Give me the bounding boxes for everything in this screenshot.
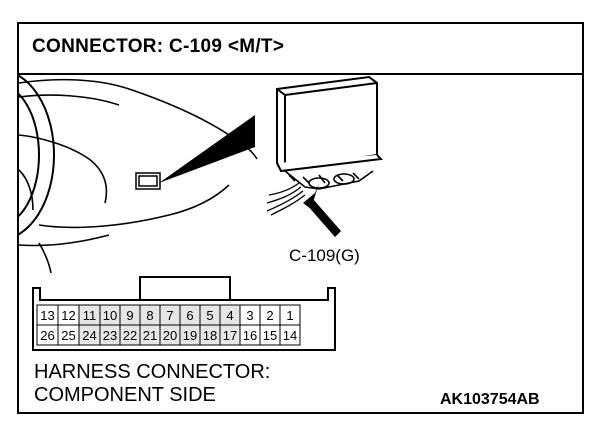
diagram-title: CONNECTOR: C-109 <M/T> [32, 36, 285, 57]
harness-label-line2: COMPONENT SIDE [34, 384, 216, 406]
pin-label: 20 [163, 328, 177, 343]
pin-label: 19 [183, 328, 197, 343]
module-plug [284, 170, 374, 190]
pin-label: 26 [40, 328, 54, 343]
connector-callout-label: C-109(G) [289, 246, 360, 265]
pin-label: 18 [203, 328, 217, 343]
pin-label: 11 [83, 308, 97, 323]
figure-code: AK103754AB [440, 391, 540, 408]
pin-label: 3 [246, 308, 253, 323]
pin-label: 15 [263, 328, 277, 343]
pin-label: 24 [82, 328, 96, 343]
pin-label: 16 [243, 328, 257, 343]
pin-label: 23 [103, 328, 117, 343]
pin-label: 2 [266, 308, 273, 323]
pin-label: 21 [143, 328, 157, 343]
pin-label: 1 [286, 308, 293, 323]
connector-outline [32, 287, 336, 351]
pointer-wedge [159, 115, 255, 183]
title-divider [19, 73, 582, 75]
harness-wires [266, 182, 306, 216]
pin-label: 8 [146, 308, 153, 323]
pin-label: 4 [226, 308, 233, 323]
pin-label: 7 [166, 308, 173, 323]
pin-label: 17 [223, 328, 237, 343]
dashboard-outline [19, 78, 258, 274]
harness-label-line1: HARNESS CONNECTOR: [34, 361, 271, 383]
steering-wheel [19, 75, 55, 236]
pin-cell [279, 324, 301, 346]
diagram-frame [17, 22, 584, 414]
pin-label: 14 [283, 328, 297, 343]
pin-label: 10 [103, 308, 117, 323]
connector-latch [139, 276, 231, 301]
pin-label: 9 [126, 308, 133, 323]
pin-label: 5 [206, 308, 213, 323]
pin-label: 13 [40, 308, 54, 323]
pointer-arrow [303, 183, 341, 237]
pin-label: 22 [123, 328, 137, 343]
dash-connector [135, 172, 161, 190]
control-module [276, 75, 384, 173]
harness-label: HARNESS CONNECTOR: COMPONENT SIDE [34, 361, 270, 407]
pin-label: 25 [61, 328, 75, 343]
pin-label: 6 [186, 308, 193, 323]
vehicle-illustration [19, 75, 384, 274]
pin-label: 12 [61, 308, 75, 323]
